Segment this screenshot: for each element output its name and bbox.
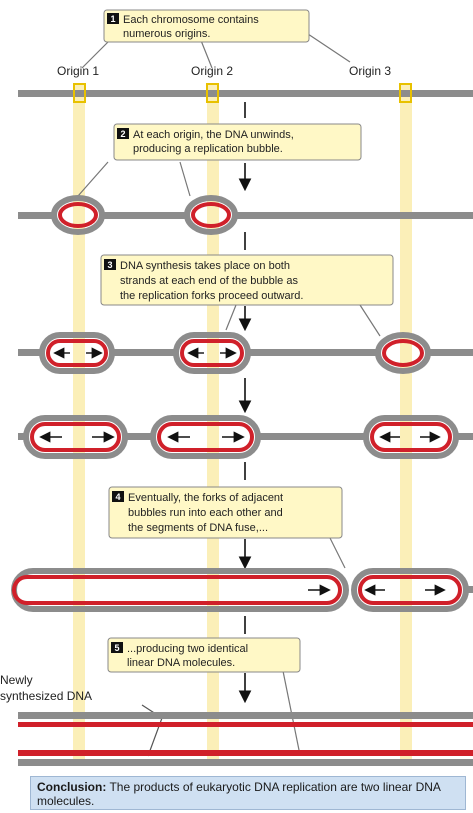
newly-synthesized-label-2: synthesized DNA <box>0 689 92 703</box>
step-5-line-1: ...producing two identical <box>127 643 248 655</box>
conclusion-box: Conclusion: The products of eukaryotic D… <box>30 776 466 810</box>
newly-synthesized-label-1: Newly <box>0 673 33 687</box>
row-2-bubbles <box>18 195 473 235</box>
conclusion-text: The products of eukaryotic DNA replicati… <box>37 780 441 808</box>
step-number-5: 5 <box>114 643 119 653</box>
step-3-line-3: the replication forks proceed outward. <box>120 290 303 302</box>
step-2-line-1: At each origin, the DNA unwinds, <box>133 129 294 141</box>
step-number-4: 4 <box>115 492 120 502</box>
step-3-line-1: DNA synthesis takes place on both <box>120 260 290 272</box>
step-3-line-2: strands at each end of the bubble as <box>120 275 298 287</box>
row-6-linear-molecules <box>18 712 473 766</box>
origin-marker-2 <box>206 83 219 103</box>
origin-label-1: Origin 1 <box>57 64 99 78</box>
origin-label-3: Origin 3 <box>349 64 391 78</box>
origin-label-2: Origin 2 <box>191 64 233 78</box>
row-3-forks <box>18 332 473 374</box>
conclusion-label: Conclusion: <box>37 780 107 794</box>
origin-marker-1 <box>73 83 86 103</box>
step-number-3: 3 <box>107 260 112 270</box>
callout-step-2: 2 At each origin, the DNA unwinds, produ… <box>77 123 362 197</box>
row-5-fusing <box>11 568 473 612</box>
callout-step-1: 1 Each chromosome contains numerous orig… <box>81 9 351 69</box>
callout-step-3: 3 DNA synthesis takes place on both stra… <box>100 254 394 337</box>
step-1-line-2: numerous origins. <box>123 28 210 40</box>
row-4-expanding-bubbles <box>18 415 473 459</box>
step-5-line-2: linear DNA molecules. <box>127 657 235 669</box>
origin-marker-3 <box>399 83 412 103</box>
step-4-line-1: Eventually, the forks of adjacent <box>128 492 283 504</box>
row-1-parental-dna <box>18 83 473 103</box>
step-1-line-1: Each chromosome contains <box>123 14 259 26</box>
step-4-line-2: bubbles run into each other and <box>128 507 283 519</box>
step-4-line-3: the segments of DNA fuse,... <box>128 522 268 534</box>
step-number-1: 1 <box>110 14 115 24</box>
step-number-2: 2 <box>120 129 125 139</box>
step-number-badge <box>107 13 119 24</box>
step-2-line-2: producing a replication bubble. <box>133 143 283 155</box>
callout-step-4: 4 Eventually, the forks of adjacent bubb… <box>108 486 346 569</box>
callout-step-5: 5 ...producing two identical linear DNA … <box>107 637 301 756</box>
